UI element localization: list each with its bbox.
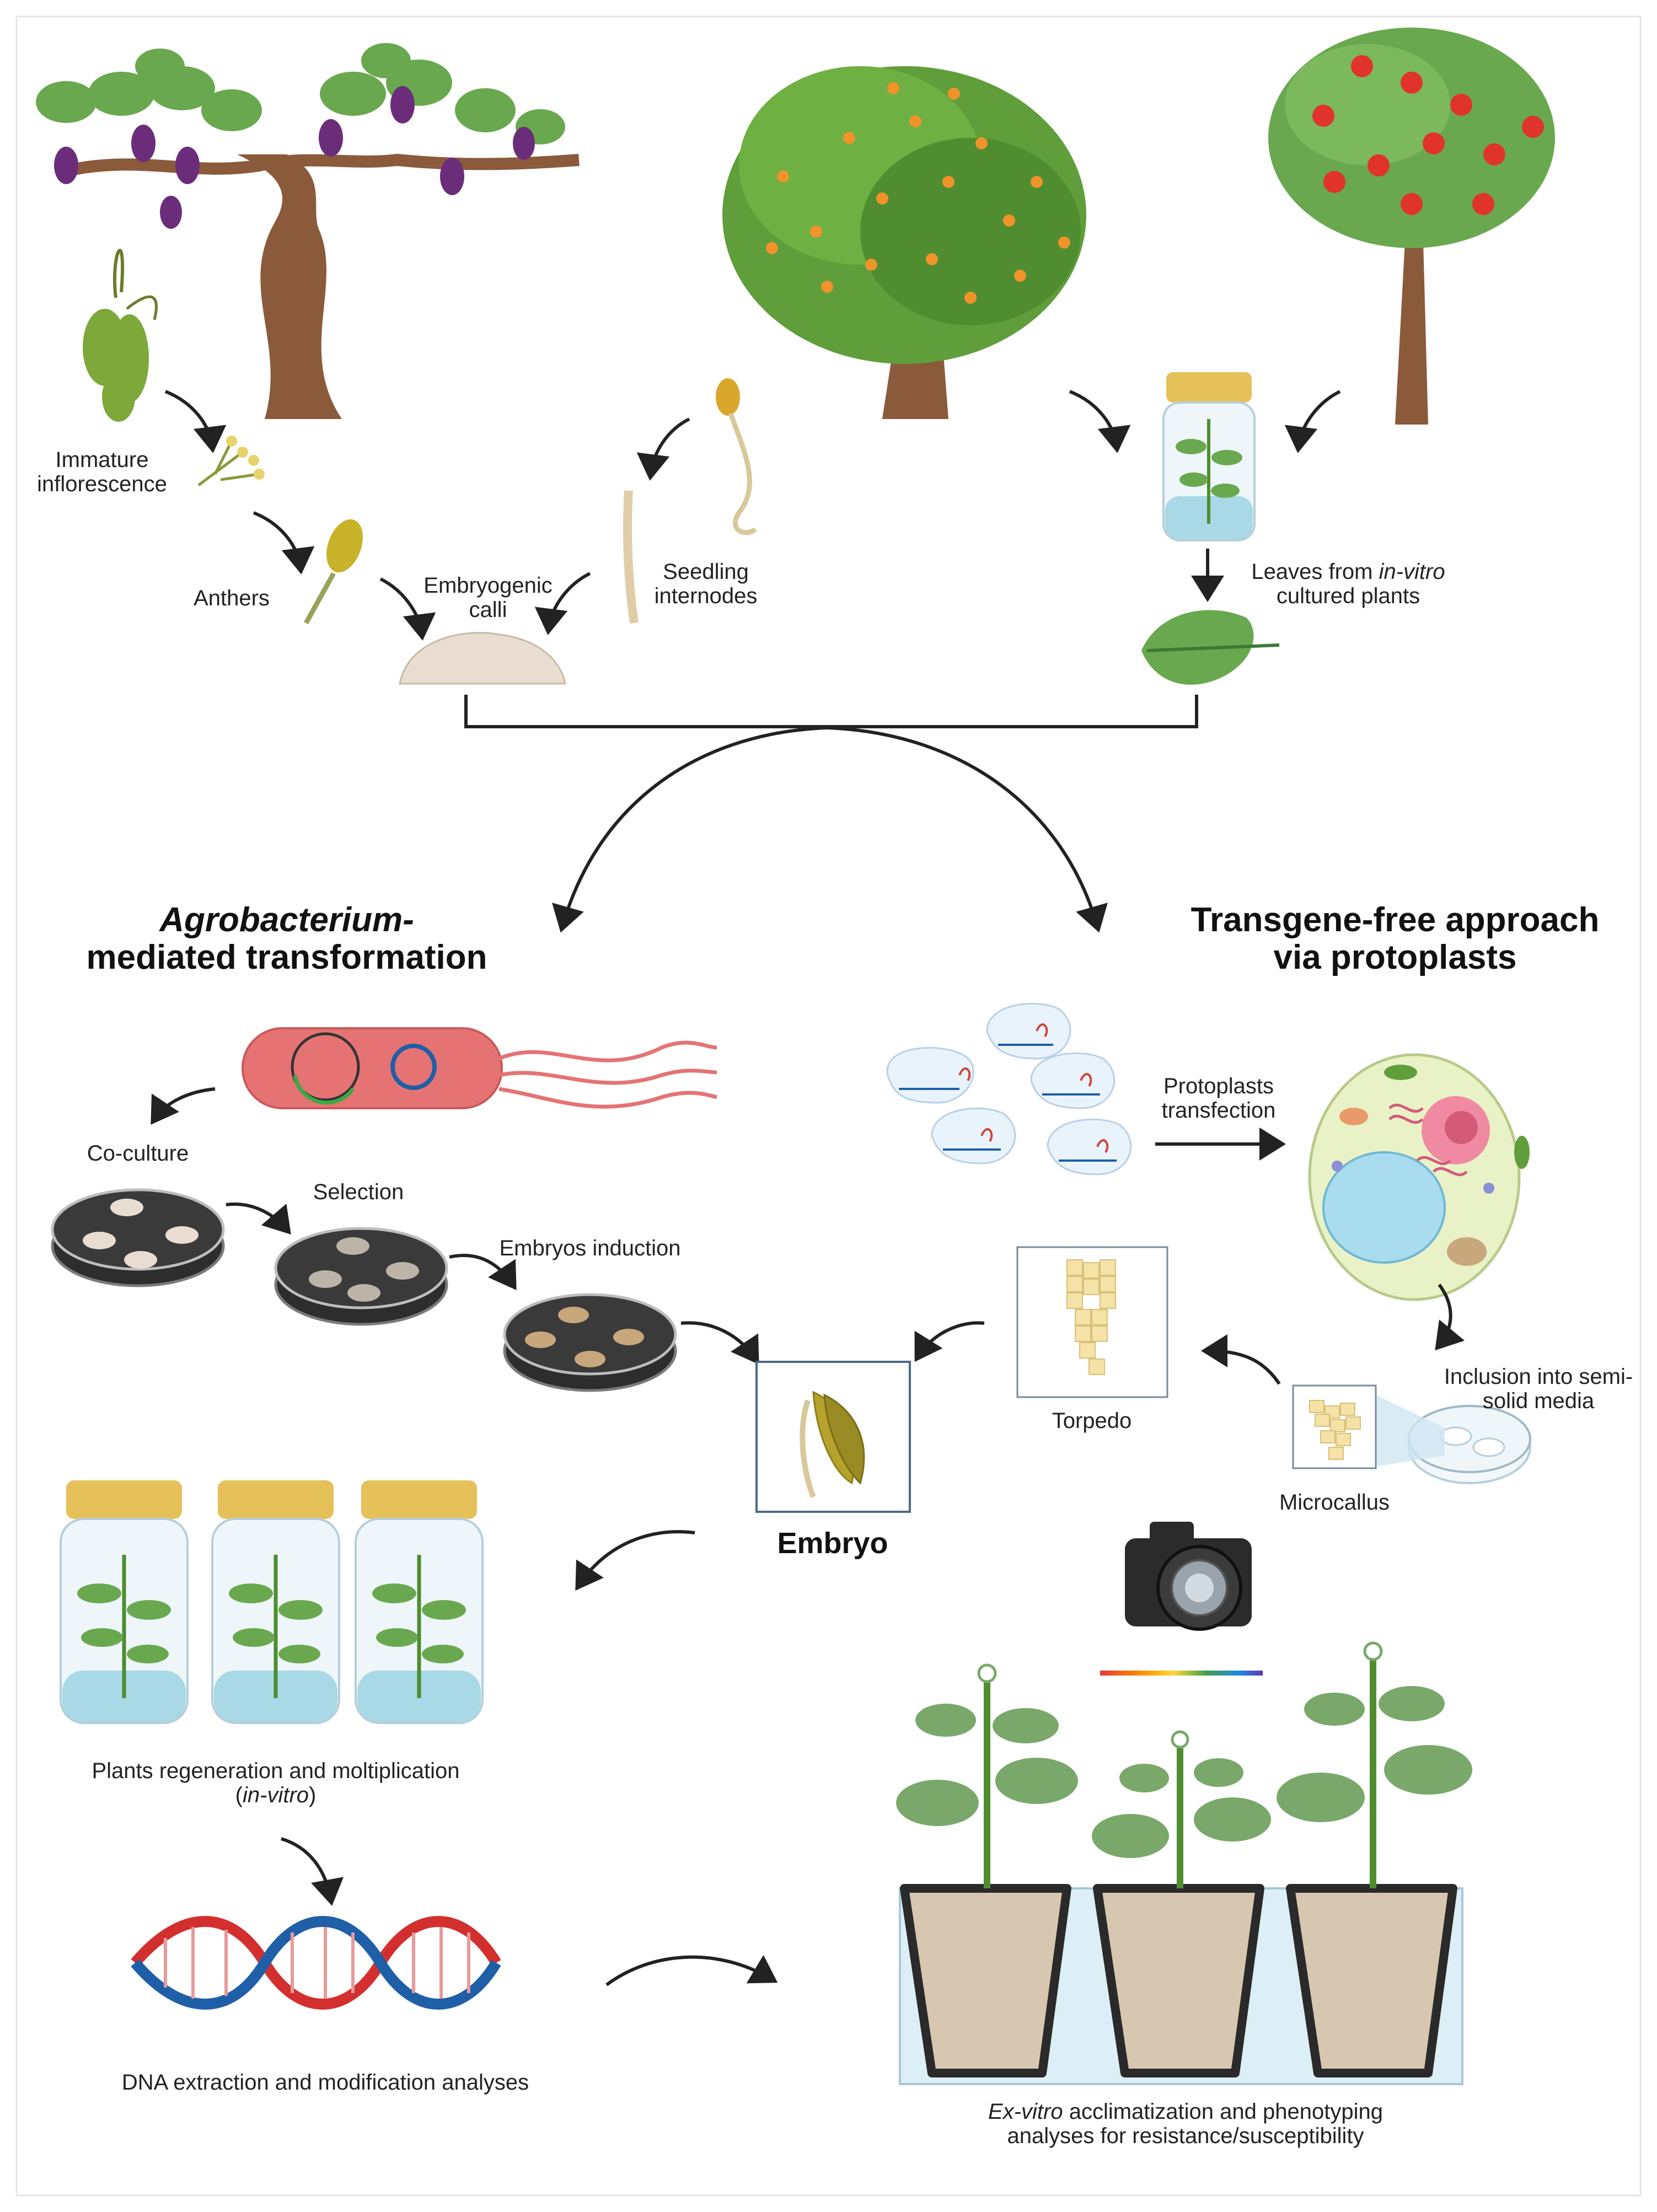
label-leaves-in-vitro: Leaves from in-vitro cultured plants (1251, 560, 1445, 608)
petri-dish-selection (274, 1227, 448, 1326)
pot-3 (1277, 1641, 1472, 2077)
arrow-vine-1 (164, 390, 227, 453)
light-spectrum-bar (1100, 1671, 1263, 1676)
embryogenic-calli-icon (399, 632, 566, 685)
small-inflorescence-icon (197, 436, 265, 486)
pot-1 (896, 1663, 1078, 2077)
frame (15, 15, 1642, 2197)
arrow-selection-embryos (449, 1254, 517, 1290)
dna-helix (131, 1916, 501, 2010)
petri-dish-embryos-induction (503, 1293, 677, 1392)
arrow-cell-inclusion (1435, 1284, 1465, 1351)
label-microcallus: Microcallus (1279, 1490, 1390, 1515)
microcallus-box (1292, 1384, 1377, 1469)
leaf-icon (1141, 610, 1280, 685)
orange-tree (722, 66, 1086, 419)
heading-transgene-free: Transgene-free approach via protoplasts (1191, 901, 1600, 977)
heading-agrobacterium: Agrobacterium- mediated transformation (86, 901, 487, 977)
seedling-internode-icon (623, 490, 639, 624)
arrow-agro-coculture (151, 1087, 216, 1125)
arrow-torpedo-embryo (914, 1321, 985, 1362)
label-torpedo: Torpedo (1052, 1409, 1132, 1433)
label-dna-extraction: DNA extraction and modification analyses (121, 2070, 529, 2095)
bracket-connector (464, 695, 1198, 728)
arrow-jars-dna (281, 1837, 344, 1906)
arrow-split-right (827, 726, 1108, 933)
rnp-guide-rna (958, 1023, 1109, 1153)
arrow-anthers-calli (379, 577, 436, 641)
pot-2 (1092, 1730, 1271, 2077)
arrow-split-left (552, 726, 828, 933)
arrow-microcallus-torpedo (1201, 1334, 1281, 1385)
culture-jar-2 (211, 1480, 340, 1724)
label-embryos-induction: Embryos induction (499, 1236, 681, 1260)
agrobacterium-icon (242, 1027, 717, 1109)
arrow-vine-2 (253, 511, 315, 575)
label-immature-inflorescence: Immature inflorescence (37, 448, 167, 496)
embryo-box (755, 1361, 911, 1513)
label-plants-regeneration: Plants regeneration and moltiplication (… (92, 1759, 460, 1807)
arrow-coculture-selection (226, 1202, 291, 1235)
plant-cell (1308, 1053, 1530, 1301)
label-selection: Selection (313, 1180, 404, 1204)
apple-tree (1268, 28, 1555, 425)
rnp-dna (899, 1044, 1117, 1162)
label-embryogenic-calli: Embryogenic calli (423, 573, 553, 622)
arrow-dna-exvitro (605, 1955, 778, 1986)
petri-dish-coculture (51, 1188, 225, 1287)
inflorescence-icon (83, 249, 158, 422)
culture-jar-1 (60, 1480, 189, 1724)
arrow-embryo-jars (575, 1530, 695, 1591)
label-embryo: Embryo (777, 1527, 888, 1560)
camera-icon (1125, 1522, 1252, 1631)
grapevine-plant (36, 43, 580, 419)
label-protoplasts-transfection: Protoplasts transfection (1161, 1074, 1276, 1123)
culture-jar-top (1162, 372, 1256, 541)
arrow-orange-jar (1069, 390, 1131, 453)
label-anthers: Anthers (194, 586, 270, 610)
microcallus-petri (1376, 1395, 1531, 1484)
arrow-embryos-embryo (680, 1321, 759, 1365)
arrow-apple-jar (1284, 390, 1341, 453)
label-seedling-internodes: Seedling internodes (654, 560, 758, 608)
torpedo-box (1016, 1246, 1168, 1398)
label-co-culture: Co-culture (87, 1141, 189, 1166)
seedling-icon (716, 378, 757, 535)
label-inclusion: Inclusion into semi- solid media (1444, 1365, 1633, 1413)
culture-jar-3 (355, 1480, 484, 1724)
arrow-seedling-internode (636, 417, 690, 481)
arrow-seedling-calli (534, 572, 591, 635)
potted-plants (896, 1641, 1472, 2085)
culture-jars (60, 1480, 484, 1724)
anther-icon (304, 519, 363, 625)
label-ex-vitro: Ex-vitro acclimatization and phenotyping… (988, 2100, 1383, 2148)
